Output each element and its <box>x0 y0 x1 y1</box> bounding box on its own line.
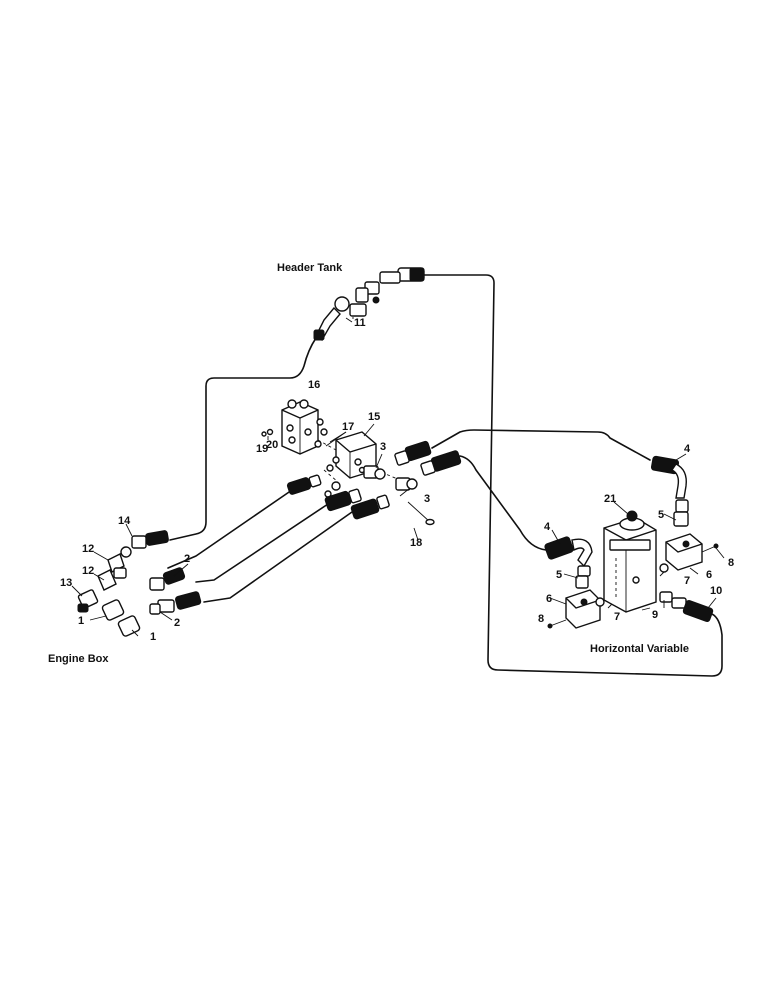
manifold-block-15 <box>317 431 401 483</box>
callout-11: 11 <box>354 317 366 329</box>
callout-6-b: 6 <box>546 593 552 605</box>
callout-4-a: 4 <box>684 443 691 455</box>
callout-1-a: 1 <box>78 615 84 627</box>
callout-1-b: 1 <box>150 631 156 643</box>
hose-end-sleeves-center <box>286 440 462 526</box>
label-horizontal-variable: Horizontal Variable <box>590 643 689 655</box>
callout-10: 10 <box>710 585 722 597</box>
label-header-tank: Header Tank <box>277 262 343 274</box>
block-6-left <box>547 575 605 629</box>
callout-leaders <box>71 317 725 637</box>
callout-3-b: 3 <box>424 493 430 505</box>
callout-6-a: 6 <box>706 569 712 581</box>
callout-17: 17 <box>342 421 354 433</box>
hose-lines <box>167 274 723 677</box>
callout-21: 21 <box>604 493 616 505</box>
callout-14: 14 <box>118 515 131 527</box>
callout-3-a: 3 <box>380 441 386 453</box>
callout-16: 16 <box>308 379 320 391</box>
callout-8-b: 8 <box>538 613 544 625</box>
callout-12-a: 12 <box>82 543 94 555</box>
callout-numbers: 1 1 2 2 3 3 4 4 5 5 6 6 7 7 8 8 9 10 11 … <box>60 317 734 643</box>
callout-9: 9 <box>652 609 658 621</box>
callout-15: 15 <box>368 411 380 423</box>
callout-8-a: 8 <box>728 557 734 569</box>
manifold-block-16 <box>261 399 328 455</box>
callout-12-b: 12 <box>82 565 94 577</box>
callout-4-b: 4 <box>544 521 551 533</box>
callout-2-b: 2 <box>174 617 180 629</box>
callout-19: 19 <box>256 443 268 455</box>
block-6-right <box>659 533 719 573</box>
fitting-9-hose-10 <box>659 591 714 623</box>
callout-5-a: 5 <box>658 509 664 521</box>
label-engine-box: Engine Box <box>48 653 109 665</box>
hose-4-lower <box>544 536 593 577</box>
callout-18: 18 <box>410 537 422 549</box>
engine-box-fittings <box>77 530 202 637</box>
fittings-3 <box>324 465 418 498</box>
header-tank-fittings <box>313 267 425 341</box>
hose-4-upper <box>650 455 689 527</box>
callout-7-b: 7 <box>614 611 620 623</box>
callout-2-a: 2 <box>184 553 190 565</box>
callout-7-a: 7 <box>684 575 690 587</box>
callout-5-b: 5 <box>556 569 562 581</box>
callout-13: 13 <box>60 577 72 589</box>
callout-20: 20 <box>266 439 278 451</box>
pump-21 <box>603 510 657 613</box>
